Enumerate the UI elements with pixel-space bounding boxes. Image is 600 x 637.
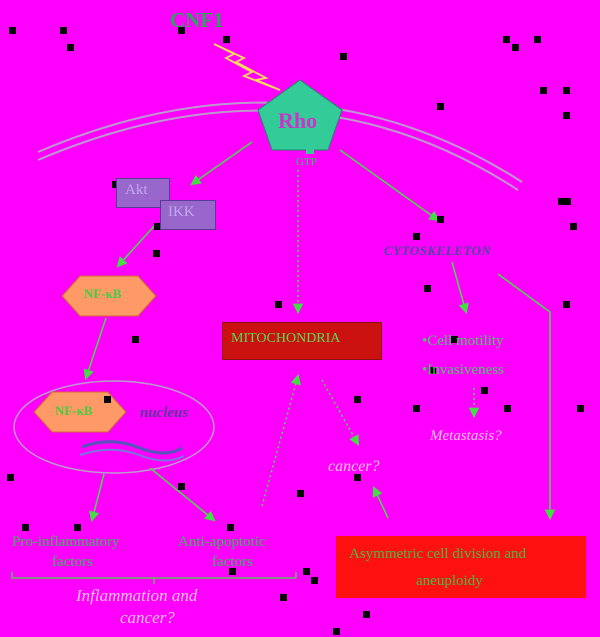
cnf1-label: CNF1	[170, 8, 224, 32]
inflammation-label-1: Inflammation and	[76, 586, 198, 605]
pro-inflammatory-label-2: factors	[52, 554, 93, 570]
arrow-cytoskeleton-to-asymmetric	[497, 273, 556, 521]
arrow-ikk-to-nfkb	[116, 223, 157, 268]
arrow-cytoskeleton-to-motility	[451, 261, 469, 315]
nucleus-ellipse	[13, 380, 215, 474]
ikk-label: IKK	[168, 204, 195, 220]
arrow-rho-to-cytoskeleton	[339, 149, 440, 222]
asymmetric-division-box	[336, 536, 586, 598]
dna-strand-icon-2	[79, 448, 185, 462]
arrow-nfkb-to-nucleus	[83, 317, 107, 380]
pro-inflammatory-label-1: Pro-inflammatory	[12, 534, 120, 550]
gtp-label: GTP	[296, 156, 317, 168]
dna-strand-icon	[81, 440, 183, 455]
nucleus-label: nucleus	[140, 405, 189, 421]
cell-motility-label: •Cell motility	[422, 333, 504, 349]
cytoskeleton-label: CYTOSKELETON	[384, 243, 492, 258]
nfkb-nucleus-label: NF-κB	[55, 403, 93, 418]
lightning-bolt-icon	[213, 43, 281, 91]
bracket	[11, 572, 297, 584]
arrow-to-anti-apoptotic	[149, 467, 216, 522]
mitochondria-box	[222, 322, 382, 360]
asymmetric-label-2: aneuploidy	[416, 573, 483, 589]
anti-apoptotic-label-2: factors	[212, 554, 253, 570]
gtp-stub	[306, 146, 314, 154]
arrow-mitochondria-to-cancer	[321, 379, 360, 446]
cancer-center-label: cancer?	[328, 458, 380, 475]
arrow-to-pro-inflammatory	[89, 473, 105, 523]
rho-label: Rho	[278, 108, 318, 133]
metastasis-label: Metastasis?	[430, 428, 502, 444]
arrow-anti-apoptotic-to-mitochondria	[261, 373, 301, 507]
inflammation-label-2: cancer?	[120, 608, 175, 627]
ikk-box	[160, 200, 216, 230]
mitochondria-label: MITOCHONDRIA	[231, 331, 341, 346]
arrow-asymmetric-to-cancer	[372, 486, 389, 519]
akt-label: Akt	[125, 182, 148, 198]
rho-pentagon	[257, 79, 343, 151]
arrow-rho-to-akt	[190, 141, 253, 186]
nfkb-hexagon-cytoplasm	[61, 275, 157, 317]
scatter-marks	[7, 27, 584, 635]
asymmetric-label-1: Asymmetric cell division and	[349, 546, 527, 562]
invasiveness-label: •Invasiveness	[422, 362, 504, 378]
nfkb-cytoplasm-label: NF-κB	[84, 286, 122, 301]
anti-apoptotic-label-1: Anti-apoptotic	[178, 534, 266, 550]
nfkb-hexagon-nucleus	[33, 391, 127, 433]
